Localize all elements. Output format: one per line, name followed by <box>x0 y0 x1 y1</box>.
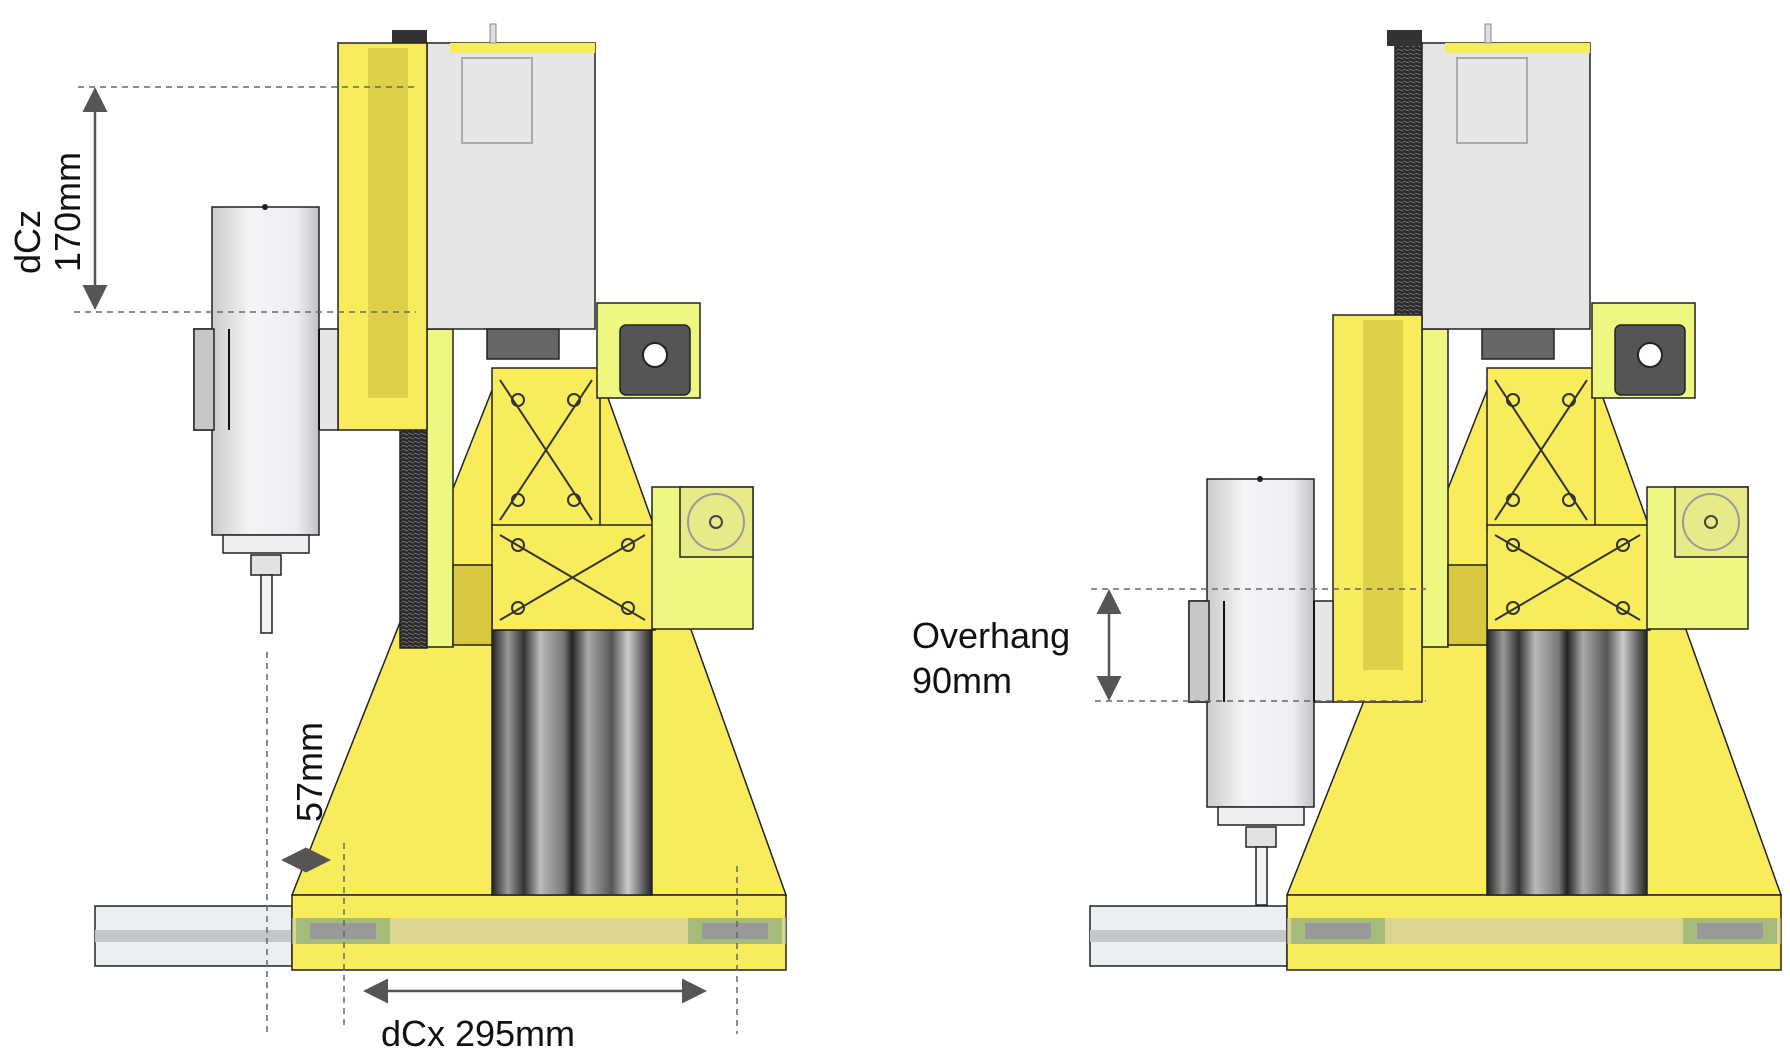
gantry-assembly-left <box>94 23 787 971</box>
left-view: dCz 170mm 57mm dCx 295mm <box>7 23 787 1048</box>
dcx-label: dCx 295mm <box>381 1013 575 1048</box>
overhang-label: Overhang <box>912 615 1070 656</box>
dcz-label: dCz <box>7 210 48 274</box>
gantry-assembly-right <box>1089 23 1782 971</box>
offset-label: 57mm <box>289 722 330 822</box>
right-view: Overhang 90mm <box>912 23 1782 971</box>
z-spindle-assembly-left <box>193 42 428 634</box>
dcz-value: 170mm <box>47 152 88 272</box>
overhang-value: 90mm <box>912 660 1012 701</box>
